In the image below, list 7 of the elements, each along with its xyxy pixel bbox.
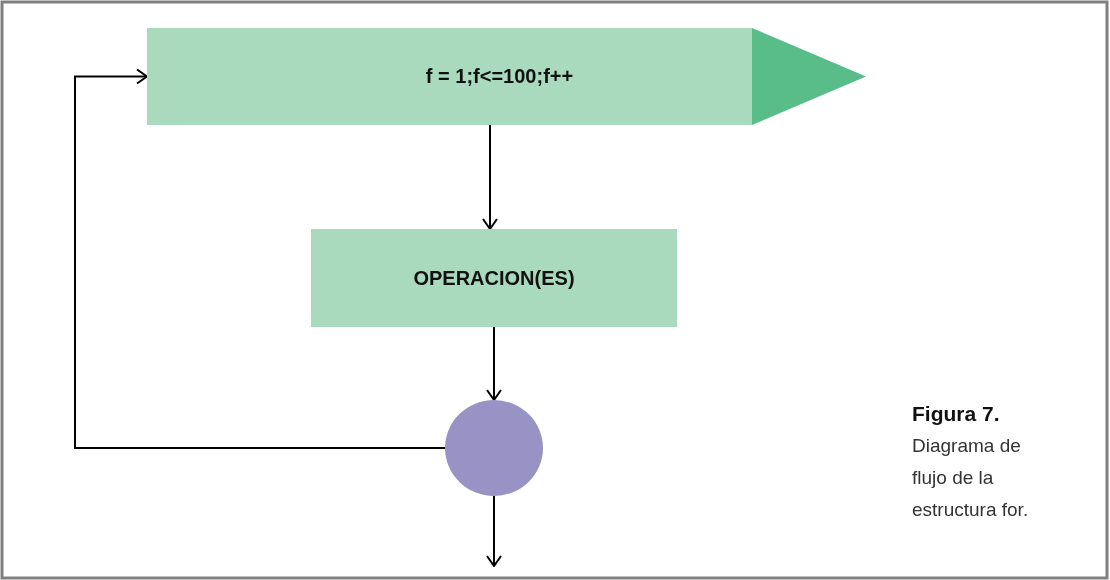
arrow — [74, 68, 446, 449]
arrow — [486, 495, 502, 567]
node-label: f = 1;f<=100;f++ — [425, 65, 574, 87]
arrow — [486, 326, 502, 401]
arrow — [482, 124, 498, 230]
figure-caption: Figura 7. Diagrama de flujo de la estructura for. — [912, 401, 1030, 522]
node-label: OPERACION(ES) — [413, 266, 575, 289]
